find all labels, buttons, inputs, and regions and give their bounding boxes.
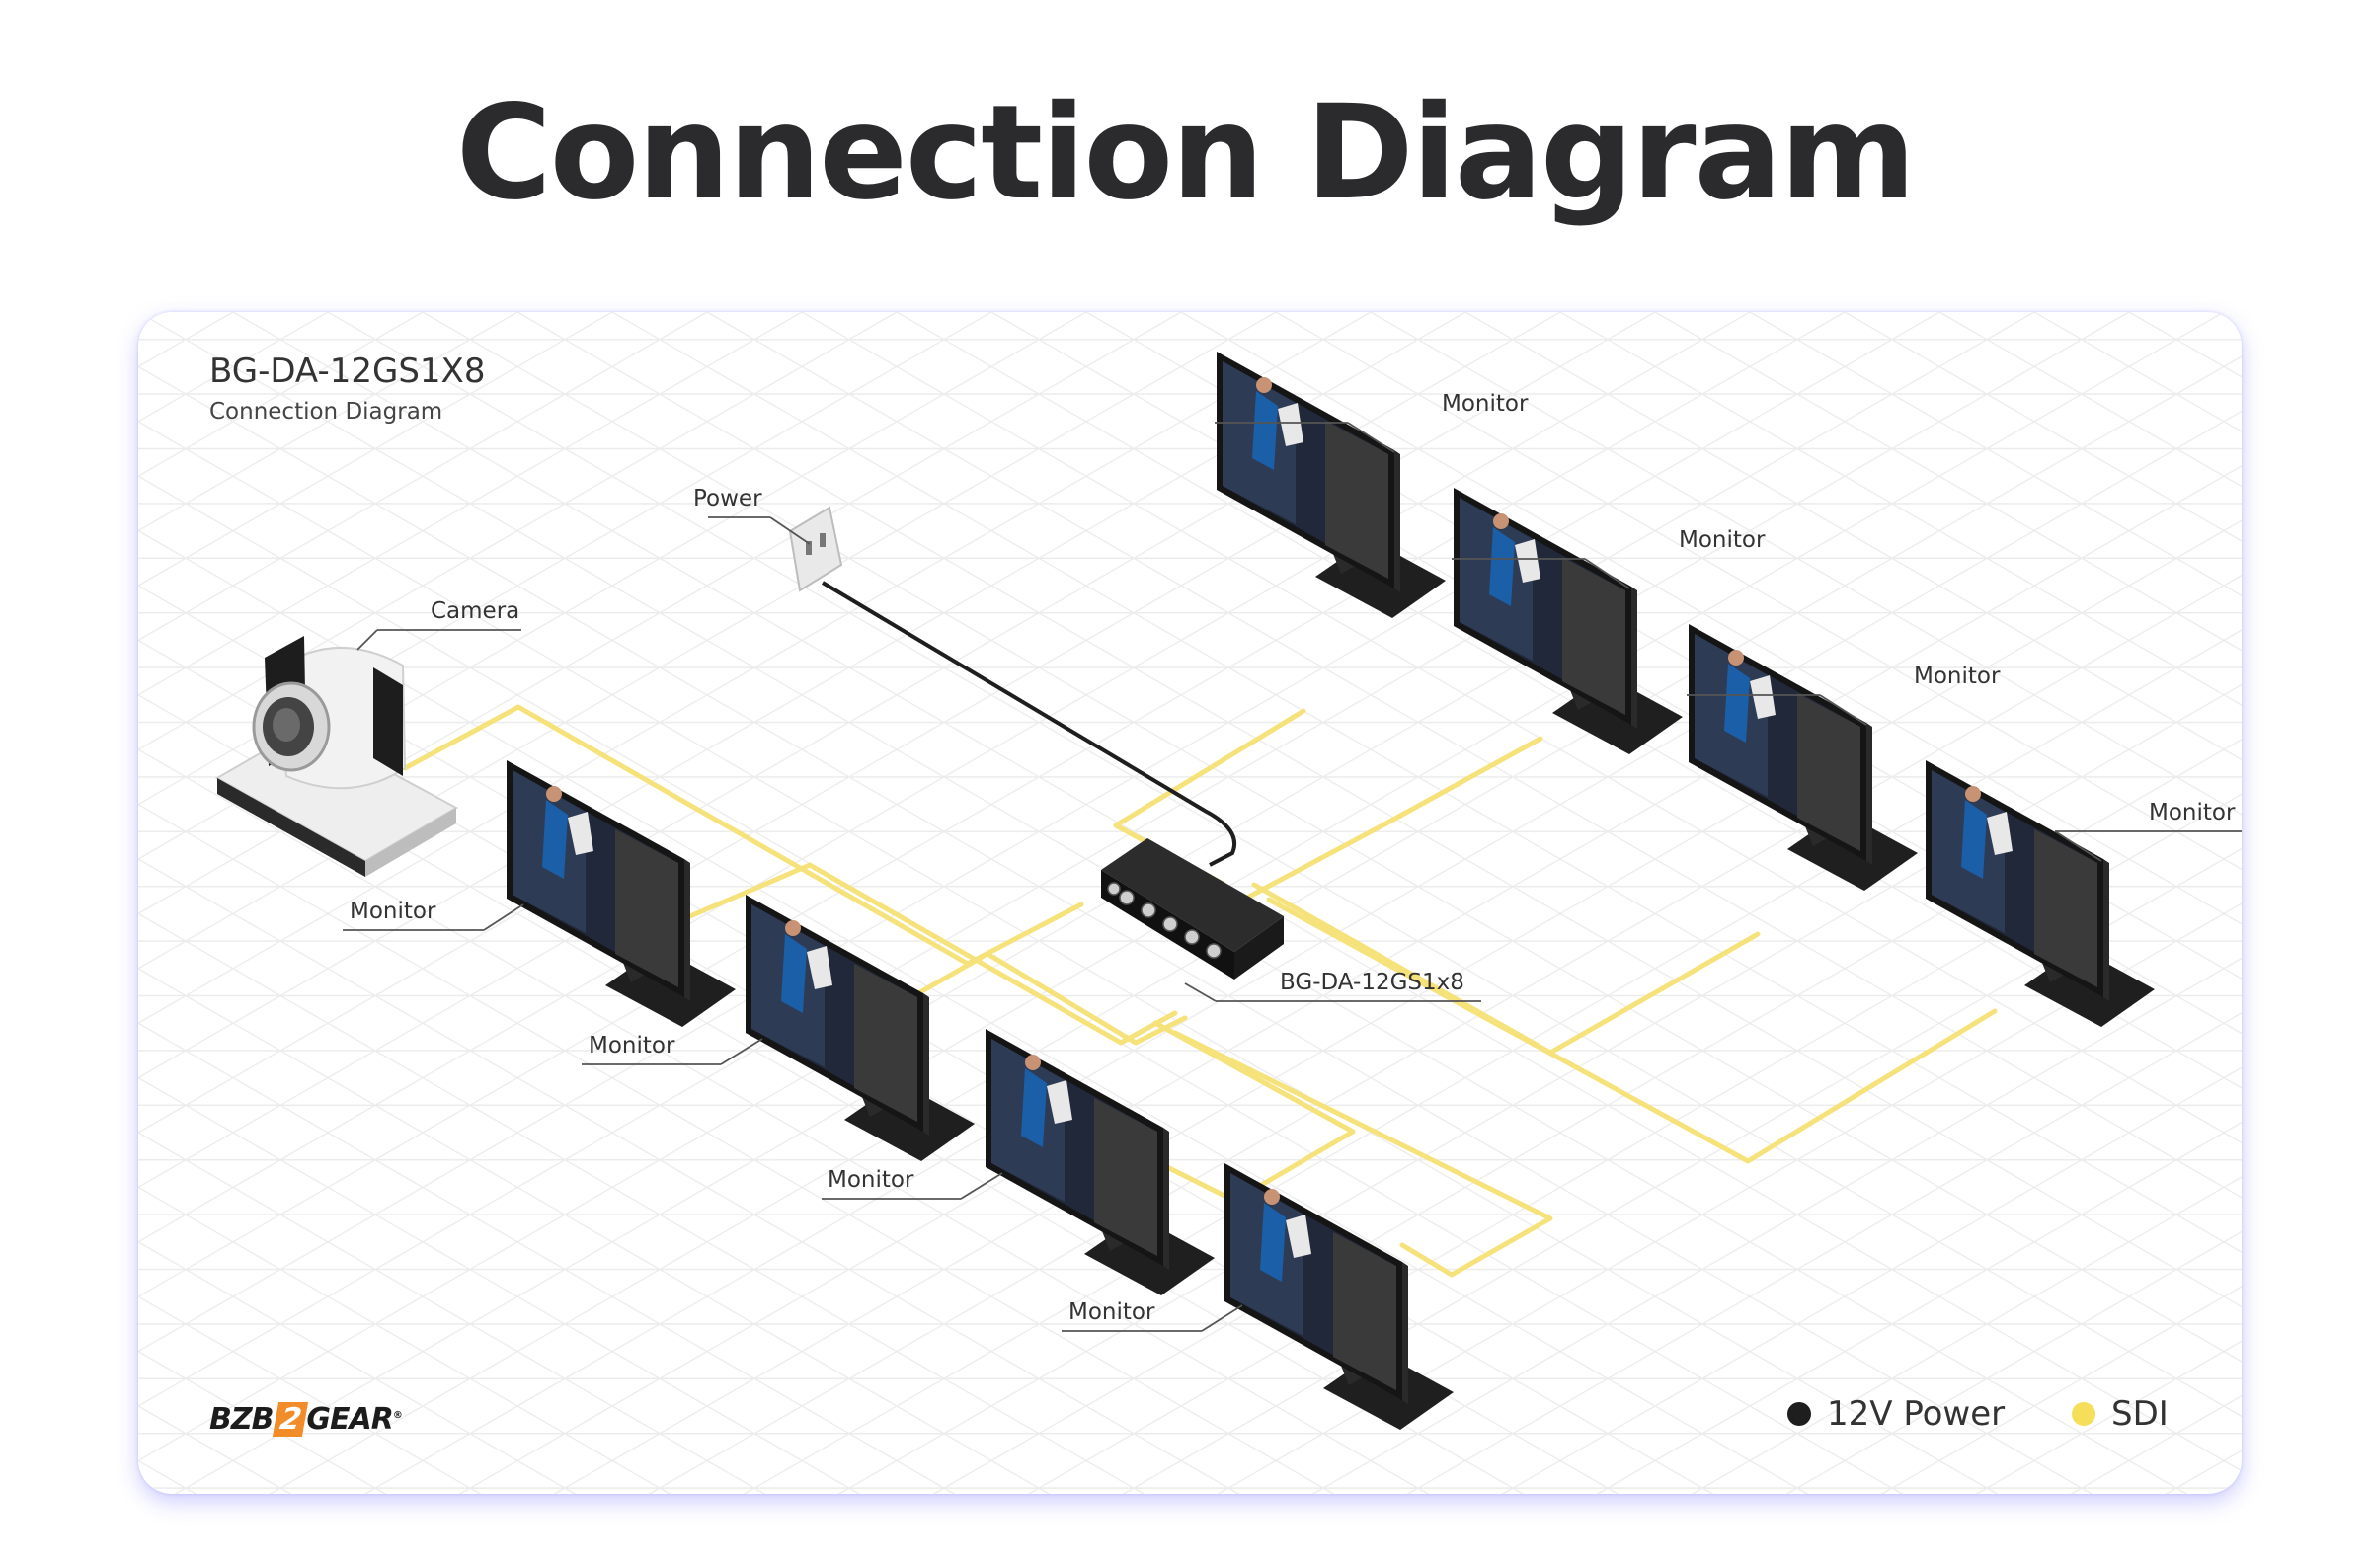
monitor-label-5: Monitor: [350, 899, 436, 924]
power-cable: [821, 581, 1236, 867]
monitor-label-2: Monitor: [1679, 527, 1766, 553]
sdi-cables: [402, 704, 1998, 1278]
diagram-card: BG-DA-12GS1X8 Connection Diagram Power C…: [138, 312, 2242, 1494]
wall-outlet: [788, 506, 843, 592]
legend-sdi-dot: [2072, 1402, 2095, 1426]
device-label: BG-DA-12GS1x8: [1280, 970, 1464, 995]
camera-label: Camera: [431, 598, 520, 624]
diagram-caption-subtitle: Connection Diagram: [209, 399, 443, 425]
legend-power: 12V Power: [1787, 1394, 2005, 1434]
legend-power-dot: [1787, 1402, 1811, 1426]
callout-lines: [343, 422, 2242, 1332]
monitor-label-7: Monitor: [828, 1167, 914, 1193]
monitor-label-4: Monitor: [2149, 800, 2236, 825]
distribution-amplifier: [1101, 838, 1284, 980]
monitor-label-6: Monitor: [589, 1033, 675, 1058]
diagram-caption-title: BG-DA-12GS1X8: [209, 352, 486, 391]
monitor-label-1: Monitor: [1442, 391, 1529, 417]
camera-device: [214, 636, 459, 877]
legend-sdi: SDI: [2072, 1394, 2169, 1434]
monitor-label-3: Monitor: [1914, 664, 2001, 689]
page-title: Connection Diagram: [455, 77, 1916, 229]
monitor-label-8: Monitor: [1068, 1299, 1155, 1325]
legend-sdi-label: SDI: [2111, 1394, 2169, 1434]
power-label: Power: [693, 486, 762, 511]
legend-power-label: 12V Power: [1827, 1394, 2006, 1434]
connection-diagram: [138, 312, 2242, 1494]
